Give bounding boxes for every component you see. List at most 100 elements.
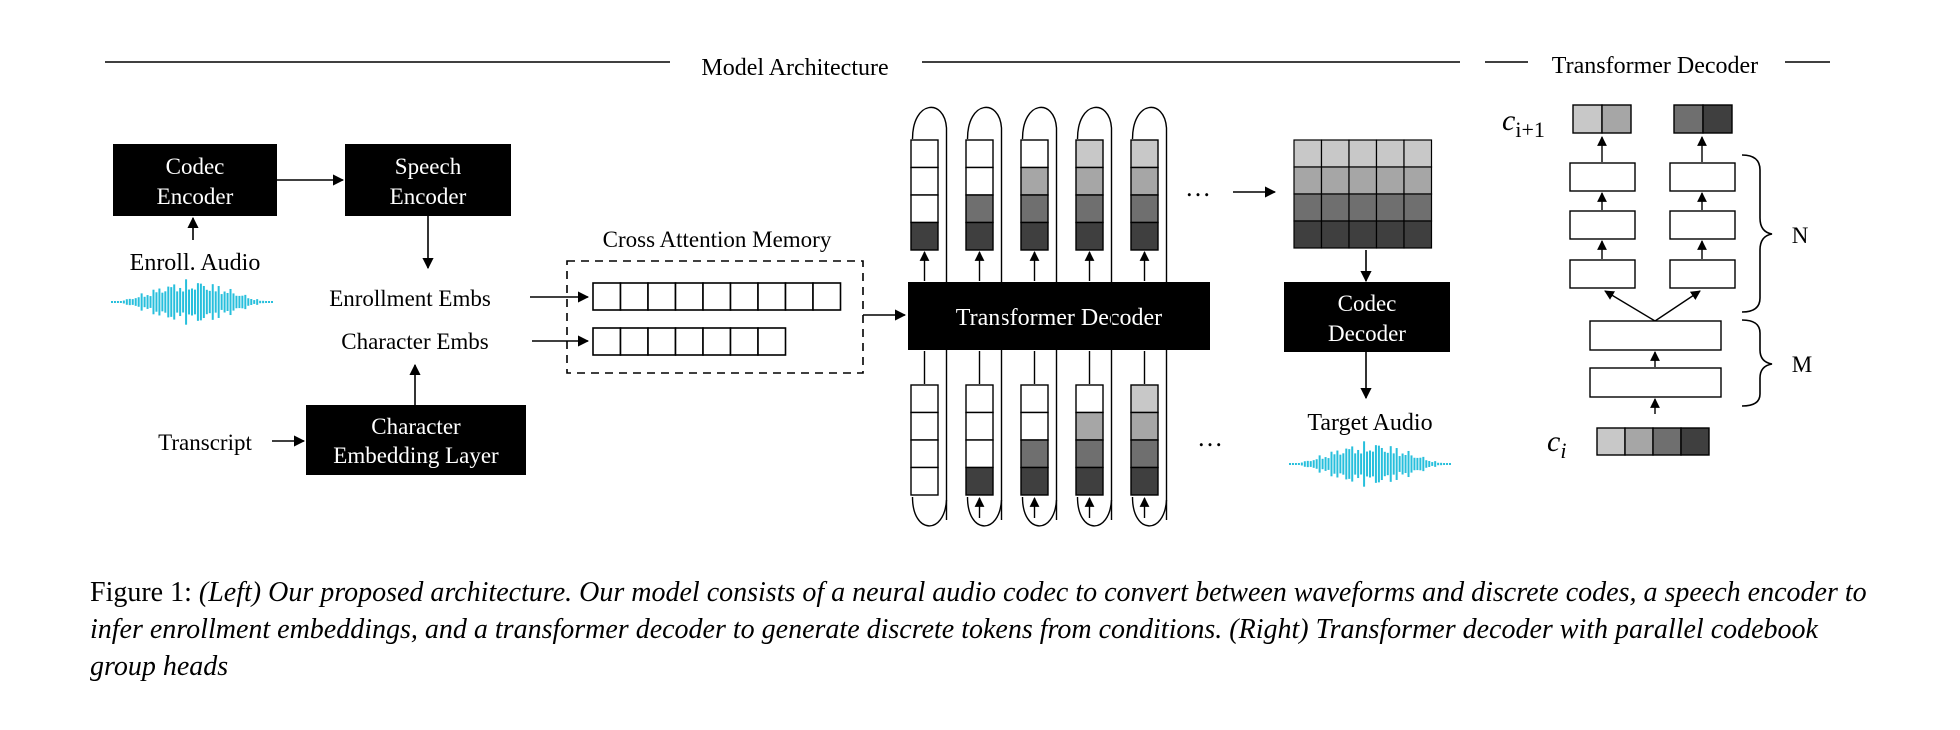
input-token-cell (1020, 384, 1049, 414)
codec-decoder-block: Codec Decoder (1284, 282, 1450, 352)
enrollment-memory-cell (647, 282, 677, 311)
code-cell (1702, 104, 1733, 134)
input-token-cell (910, 439, 939, 469)
enroll-audio-label: Enroll. Audio (130, 250, 261, 276)
input-token-cell (910, 411, 939, 441)
speech-encoder-block: Speech Encoder (345, 144, 511, 216)
character-memory-cell (674, 327, 704, 356)
output-grid-cell (1375, 139, 1405, 168)
output-token-cell (910, 194, 939, 224)
shared-layer-box (1589, 367, 1722, 398)
character-embedding-layer-label-line1: Character (371, 414, 461, 439)
head-layer-box (1669, 162, 1736, 192)
input-token-cell (1075, 439, 1104, 469)
output-grid-cell (1293, 166, 1323, 195)
output-grid-cell (1348, 139, 1378, 168)
arrow-branch-left (1604, 290, 1656, 322)
output-token-cell (910, 221, 939, 251)
input-code (1596, 427, 1710, 456)
character-memory-cell (757, 327, 787, 356)
arrow-branch-right (1654, 290, 1701, 322)
c-next-label: ci+1 (1502, 104, 1545, 142)
character-embs-label: Character Embs (341, 329, 489, 354)
head-layer-box (1569, 162, 1636, 192)
autoregressive-loop (1021, 106, 1058, 520)
head-right-stack (1669, 136, 1736, 289)
input-token-cell (1075, 466, 1104, 496)
c-current-subscript: i (1560, 438, 1566, 463)
transcript-label: Transcript (158, 430, 252, 455)
output-token-cell (1020, 139, 1049, 169)
brace-n (1741, 154, 1773, 313)
character-memory-cell (647, 327, 677, 356)
autoregressive-loop (911, 106, 948, 520)
codec-encoder-label-line2: Encoder (157, 184, 234, 209)
character-embedding-layer-label-line2: Embedding Layer (333, 443, 499, 468)
output-token-grid (1293, 139, 1433, 249)
input-token-cell (1130, 411, 1159, 441)
enroll-audio-waveform-icon (111, 279, 273, 325)
output-token-cell (1130, 194, 1159, 224)
output-code-light (1572, 104, 1632, 134)
header-model-architecture: Model Architecture (105, 55, 1460, 81)
input-token-cell (1020, 466, 1049, 496)
input-token-cell (1130, 466, 1159, 496)
enrollment-memory-cell (757, 282, 787, 311)
output-token-cell (1075, 166, 1104, 196)
transformer-decoder-block: Transformer Decoder (908, 282, 1210, 350)
codec-decoder-label-line1: Codec (1338, 291, 1397, 316)
code-cell (1596, 427, 1626, 456)
input-token-cell (1130, 439, 1159, 469)
output-token-cell (1075, 221, 1104, 251)
output-token-cell (1075, 139, 1104, 169)
input-token-cell (1075, 411, 1104, 441)
enrollment-memory-cell (812, 282, 842, 311)
output-token-cell (965, 221, 994, 251)
cross-attention-memory-label: Cross Attention Memory (603, 227, 832, 252)
c-current-label: ci (1547, 425, 1566, 463)
output-token-cell (965, 166, 994, 196)
transformer-decoder-label: Transformer Decoder (956, 305, 1162, 331)
transformer-decoder-title: Transformer Decoder (1552, 53, 1758, 79)
enrollment-memory-cell (592, 282, 622, 311)
output-token-cell (1020, 221, 1049, 251)
caption-text: (Left) Our proposed architecture. Our mo… (90, 577, 1867, 682)
architecture-figure: Model Architecture Transformer Decoder C… (105, 53, 1830, 527)
autoregressive-loop-bottom (1021, 496, 1058, 527)
output-grid-cell (1293, 193, 1323, 222)
speech-encoder-label-line1: Speech (395, 154, 462, 179)
output-code-dark (1673, 104, 1733, 134)
enrollment-memory-cell (674, 282, 704, 311)
c-next-subscript: i+1 (1515, 117, 1545, 142)
output-grid-cell (1293, 139, 1323, 168)
output-token-cell (910, 166, 939, 196)
brace-m (1741, 319, 1773, 407)
input-token-cell (965, 411, 994, 441)
output-grid-cell (1375, 220, 1405, 249)
head-layer-box (1669, 210, 1736, 240)
input-token-cell (1020, 439, 1049, 469)
code-cell (1680, 427, 1710, 456)
m-label: M (1792, 352, 1812, 377)
ellipsis-bottom: … (1197, 423, 1223, 452)
character-embedding-layer-box (306, 405, 526, 475)
output-grid-cell (1320, 139, 1350, 168)
output-token-cell (1130, 166, 1159, 196)
output-token-cell (1020, 166, 1049, 196)
figure-caption: Figure 1: (Left) Our proposed architectu… (90, 574, 1890, 685)
code-cell (1652, 427, 1682, 456)
speech-encoder-box (345, 144, 511, 216)
cross-attention-memory-box (566, 260, 864, 374)
enrollment-memory-cell (619, 282, 649, 311)
input-token-cell (1020, 411, 1049, 441)
codec-encoder-box (113, 144, 277, 216)
code-cell (1601, 104, 1632, 134)
c-current-base: c (1547, 425, 1560, 458)
input-token-cell (965, 384, 994, 414)
code-cell (1673, 104, 1704, 134)
output-grid-cell (1320, 220, 1350, 249)
token-stacks (910, 106, 1168, 527)
output-grid-cell (1348, 166, 1378, 195)
speech-encoder-label-line2: Encoder (390, 184, 467, 209)
autoregressive-loop-bottom (911, 496, 948, 527)
